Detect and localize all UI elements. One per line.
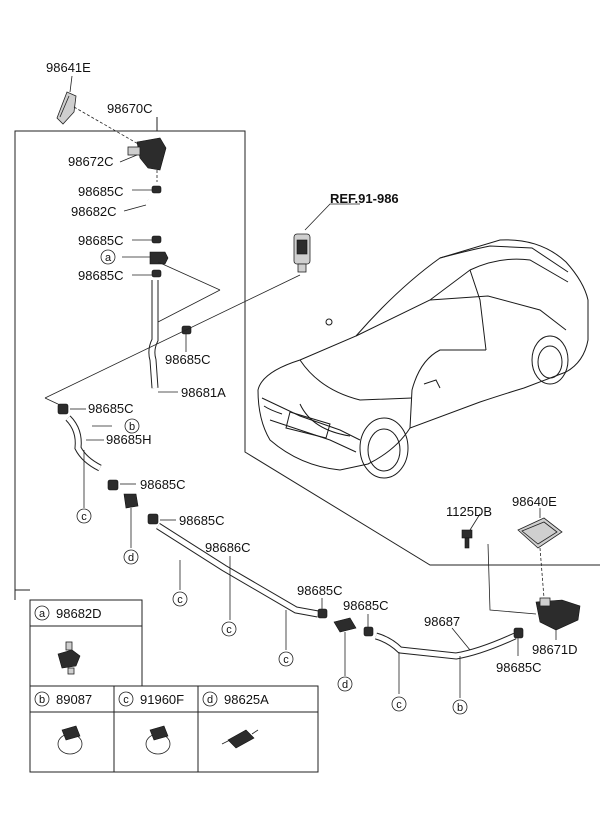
label-98685H: 98685H [106, 432, 152, 447]
svg-text:d: d [342, 679, 348, 691]
svg-text:c: c [123, 694, 129, 706]
svg-text:d: d [128, 552, 134, 564]
callout-d-1: d [123, 549, 139, 565]
label-98672C: 98672C [68, 154, 114, 169]
label-98685C-6: 98685C [140, 477, 186, 492]
legend-part-98625A: 98625A [224, 692, 269, 707]
label-98685C-3: 98685C [78, 268, 124, 283]
bolt-1125DB [461, 529, 473, 549]
nozzle-assembly-98671D [535, 597, 581, 640]
legend-item-c: c 91960F [118, 691, 184, 755]
callout-d-2: d [337, 676, 353, 692]
connector-98625A-b [333, 617, 357, 676]
hose-98687 [374, 627, 517, 698]
washer-pump [293, 203, 360, 273]
cover-98640E [517, 508, 563, 599]
svg-text:c: c [396, 699, 402, 711]
callout-c-1: c [76, 508, 92, 524]
clip-98685C-pair-2 [363, 614, 374, 637]
clip-98685C-h2 [107, 479, 136, 491]
clip-98685C-upper [132, 185, 162, 194]
assembly-frame [14, 117, 600, 600]
legend-part-89087: 89087 [56, 692, 92, 707]
label-98685C-4: 98685C [165, 352, 211, 367]
hose-clip-91960F-icon [145, 725, 171, 755]
label-98685C-10: 98685C [496, 660, 542, 675]
check-valve-98625A-icon [221, 729, 259, 749]
label-98685C-7: 98685C [179, 513, 225, 528]
clip-98685C-pair-1 [317, 598, 328, 619]
connector-98625A-a [123, 493, 139, 548]
callout-a: a [100, 249, 116, 265]
label-98640E: 98640E [512, 494, 557, 509]
label-98685C-2: 98685C [78, 233, 124, 248]
svg-text:b: b [39, 694, 45, 706]
clip-98685C-left [57, 403, 86, 415]
label-98685C-8: 98685C [297, 583, 343, 598]
clip-98685C-right [513, 627, 524, 656]
label-98685C-5: 98685C [88, 401, 134, 416]
label-98671D: 98671D [532, 642, 578, 657]
label-98686C: 98686C [205, 540, 251, 555]
label-98681A: 98681A [181, 385, 226, 400]
svg-text:a: a [105, 252, 112, 264]
label-98682C: 98682C [71, 204, 117, 219]
connector-98682D-icon [57, 641, 81, 675]
clip-98685C-lower [132, 269, 162, 278]
label-98687: 98687 [424, 614, 460, 629]
label-98670C: 98670C [107, 101, 153, 116]
svg-text:d: d [207, 694, 213, 706]
legend-item-a: a 98682D [34, 605, 102, 675]
clip-98685C-mid [132, 235, 162, 244]
clip-98685C-h3 [147, 513, 176, 525]
callout-c-4: c [278, 651, 294, 667]
callout-c-3: c [221, 621, 237, 637]
callout-b-2: b [452, 699, 468, 715]
hose-98682C [123, 198, 157, 235]
svg-text:a: a [39, 608, 46, 620]
svg-text:c: c [81, 511, 87, 523]
hose-clip-89087-icon [57, 725, 83, 755]
callout-b-1: b [124, 418, 140, 434]
svg-text:b: b [129, 421, 135, 433]
svg-text:b: b [457, 702, 463, 714]
connector-98682D [122, 251, 169, 265]
svg-text:c: c [177, 594, 183, 606]
reference-label: REF.91-986 [330, 191, 399, 206]
hose-98686C [156, 523, 319, 650]
nozzle-assembly-98670C [119, 137, 167, 182]
nozzle-cover-98641E [56, 91, 141, 146]
legend-item-b: b 89087 [34, 691, 92, 755]
vehicle-illustration [257, 239, 589, 479]
callout-c-5: c [391, 696, 407, 712]
label-98641E: 98641E [46, 60, 91, 75]
svg-text:c: c [283, 654, 289, 666]
legend-part-91960F: 91960F [140, 692, 184, 707]
parts-legend: a 98682D b 89087 c 91960F [29, 599, 319, 773]
label-1125DB: 1125DB [446, 504, 492, 519]
label-98685C-1: 98685C [78, 184, 124, 199]
legend-part-98682D: 98682D [56, 606, 102, 621]
legend-item-d: d 98625A [202, 691, 269, 749]
callout-c-2: c [172, 591, 188, 607]
hose-98685H [65, 415, 112, 472]
svg-text:c: c [226, 624, 232, 636]
hose-98681A [148, 280, 178, 393]
label-98685C-9: 98685C [343, 598, 389, 613]
